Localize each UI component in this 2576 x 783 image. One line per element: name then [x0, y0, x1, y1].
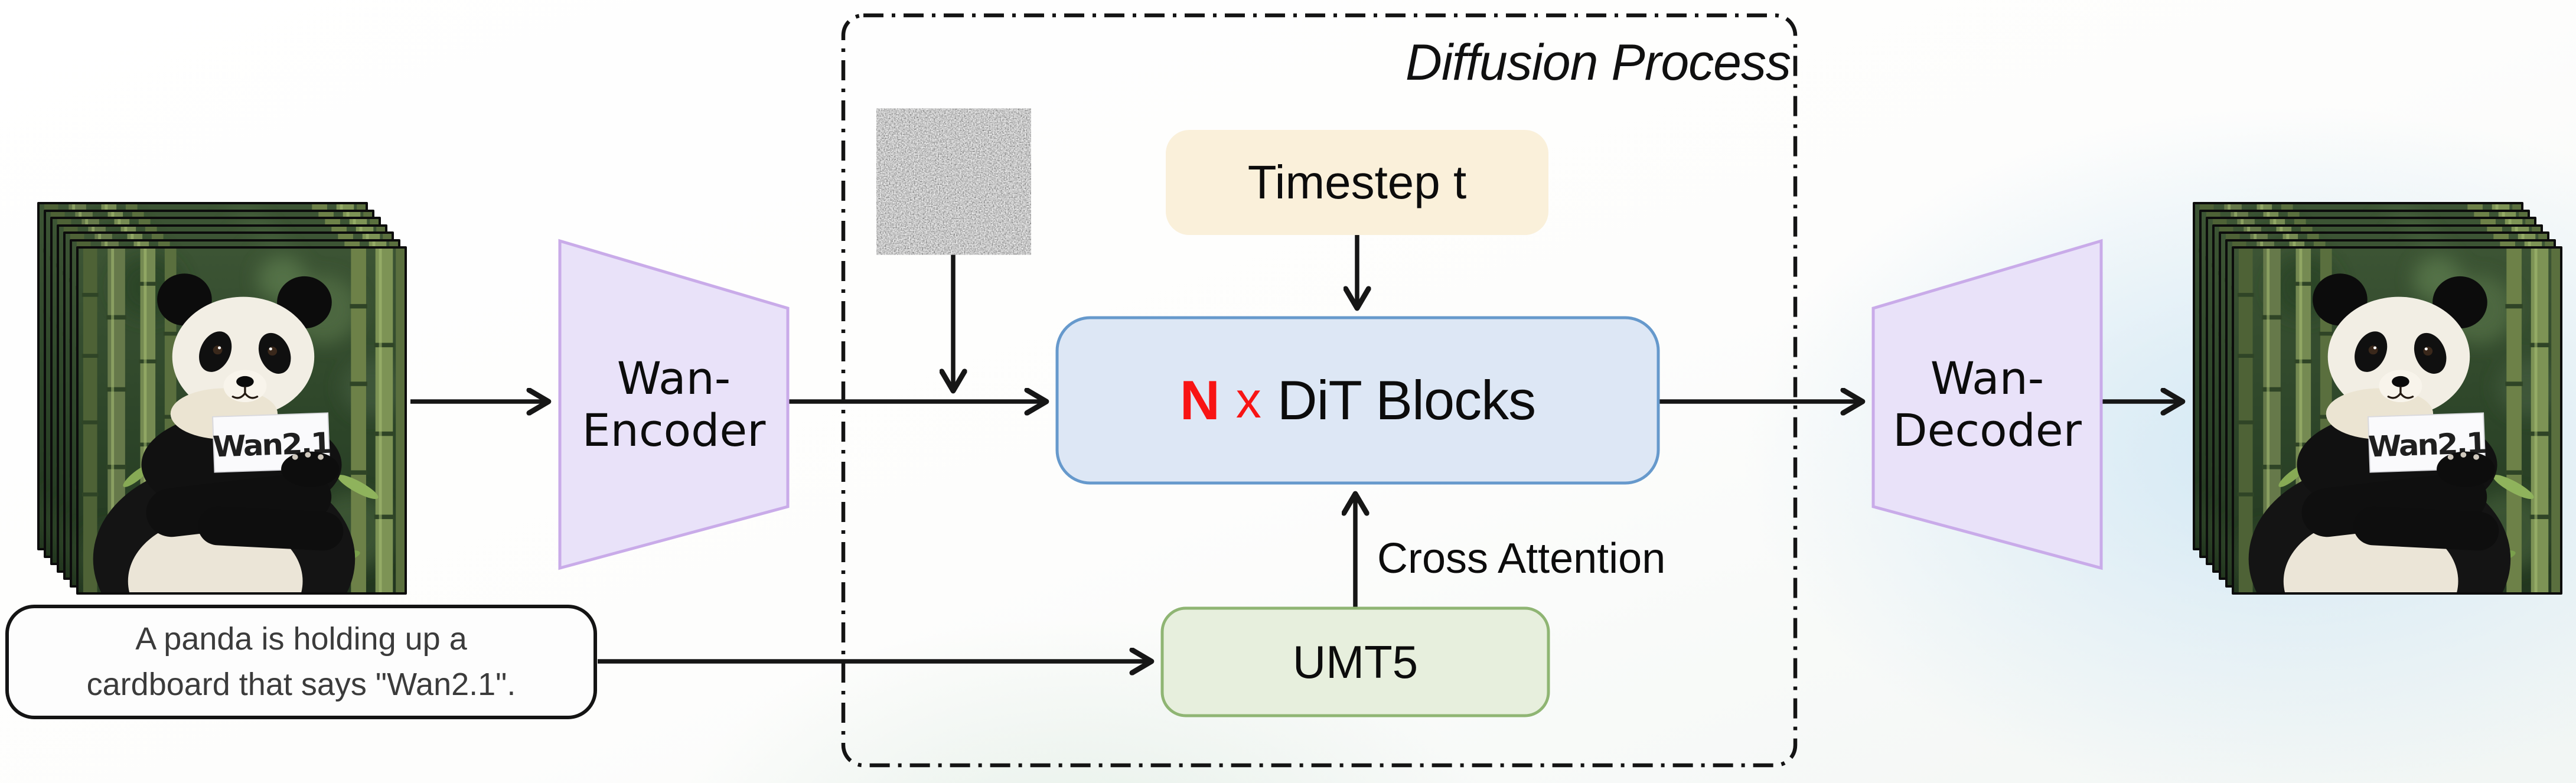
diffusion-process-boundary — [841, 13, 1798, 768]
wan-encoder-shape — [558, 239, 790, 570]
wan-encoder-label: Wan- Encoder — [560, 241, 788, 568]
prompt-text: A panda is holding up a cardboard that s… — [7, 606, 595, 717]
video-frame-front — [76, 246, 407, 595]
encoder-label-line2: Encoder — [582, 404, 766, 456]
output-video-frames — [2193, 202, 2571, 603]
decoder-label-line2: Decoder — [1893, 404, 2082, 456]
dit-times-symbol: x — [1235, 371, 1261, 429]
video-frame-front — [2232, 246, 2562, 595]
prompt-text-line1: A panda is holding up a — [135, 621, 467, 657]
wan-decoder-label: Wan- Decoder — [1873, 241, 2101, 568]
dit-blocks-box — [1055, 316, 1660, 485]
umt5-box — [1160, 606, 1550, 717]
cross-attention-label: Cross Attention — [1377, 535, 1666, 582]
timestep-label: Timestep t — [1247, 156, 1467, 208]
wan-decoder-shape — [1871, 239, 2103, 570]
diffusion-process-title: Diffusion Process — [1405, 34, 1791, 91]
dit-blocks-label: N x DiT Blocks — [1057, 318, 1658, 483]
umt5-label: UMT5 — [1292, 635, 1419, 688]
prompt-box — [5, 605, 597, 719]
noise-patch — [883, 115, 1024, 248]
input-video-frames — [37, 202, 415, 603]
dit-blocks-text: DiT Blocks — [1277, 369, 1536, 431]
decoder-label-line1: Wan- — [1930, 351, 2045, 404]
timestep-box — [1166, 130, 1548, 235]
dit-repeat-count: N — [1179, 369, 1220, 431]
encoder-label-line1: Wan- — [617, 351, 731, 404]
prompt-text-line2: cardboard that says "Wan2.1". — [86, 667, 516, 702]
